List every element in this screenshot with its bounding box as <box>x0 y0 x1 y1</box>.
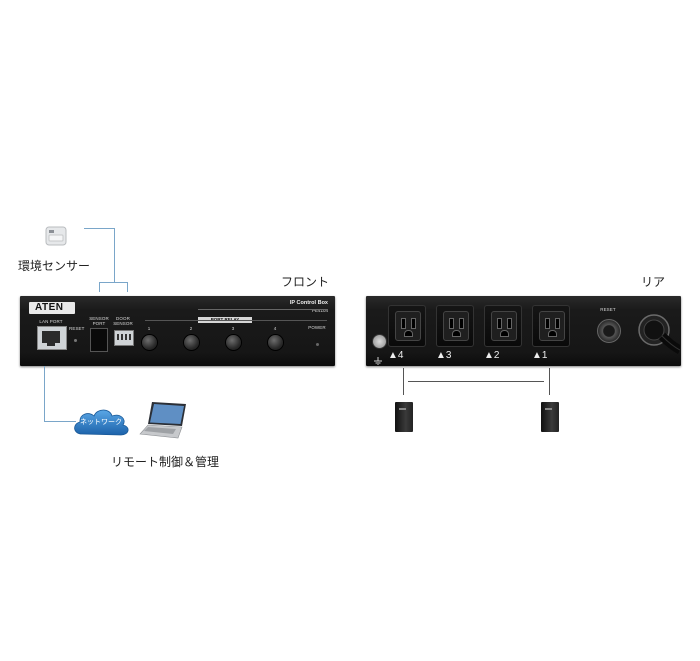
remote-control-label: リモート制御＆管理 <box>111 455 220 469</box>
rear-outlet-3-label: ▲3 <box>436 350 452 361</box>
brand-text: ATEN <box>35 302 64 313</box>
environment-sensor-icon <box>44 224 68 248</box>
server-icon-right <box>541 402 559 432</box>
ground-symbol-icon <box>373 350 383 366</box>
rear-outlet-3 <box>436 305 474 347</box>
front-panel: ATEN IP Control Box PE4104 LAN PORT RESE… <box>20 296 335 366</box>
power-led <box>316 343 319 346</box>
rear-outlet-1 <box>532 305 570 347</box>
rear-outlet-4 <box>388 305 426 347</box>
lan-port-label: LAN PORT <box>39 319 63 324</box>
front-outlet-3-label: 3 <box>231 326 235 331</box>
rear-outlet-4-label: ▲4 <box>388 350 404 361</box>
reset-label: RESET <box>69 326 85 331</box>
network-cloud-icon: ネットワーク <box>70 404 132 440</box>
sensor-port-label-1: SENSOR <box>89 316 109 321</box>
sensor-port[interactable] <box>90 328 108 352</box>
rear-label: リア <box>641 275 666 289</box>
rear-outlet-1-label: ▲1 <box>532 350 548 361</box>
reset-button[interactable] <box>74 339 77 342</box>
outlet-4-button[interactable] <box>268 335 283 350</box>
power-label: POWER <box>308 325 326 330</box>
front-label: フロント <box>281 275 330 289</box>
panel-model: PE4104 <box>311 308 328 313</box>
front-outlet-1-label: 1 <box>147 326 151 331</box>
aten-logo: ATEN <box>29 302 75 314</box>
network-label: ネットワーク <box>80 418 122 426</box>
front-outlet-2-label: 2 <box>189 326 193 331</box>
door-sensor-port[interactable] <box>114 330 134 346</box>
rear-reset-label: RESET <box>600 307 616 312</box>
lan-port[interactable] <box>37 326 67 350</box>
door-sensor-label-2: SENSOR <box>113 321 133 326</box>
outlet-1-button[interactable] <box>142 335 157 350</box>
rear-outlet-2 <box>484 305 522 347</box>
outlet-2-button[interactable] <box>184 335 199 350</box>
laptop-icon <box>138 400 190 442</box>
power-cord-icon <box>636 306 683 356</box>
outlet-3-button[interactable] <box>226 335 241 350</box>
port-relay-label: PORT RELAY <box>198 316 252 323</box>
rear-outlet-2-label: ▲2 <box>484 350 500 361</box>
front-outlet-4-label: 4 <box>273 326 277 331</box>
door-sensor-label-1: DOOR <box>116 316 130 321</box>
environment-sensor-label: 環境センサー <box>18 259 91 273</box>
server-icon-left <box>395 402 413 432</box>
breaker-reset-button[interactable] <box>597 319 621 343</box>
sensor-port-label-2: PORT <box>92 321 106 326</box>
ground-screw-icon <box>372 334 387 349</box>
panel-title: IP Control Box <box>289 300 328 306</box>
rear-panel: ▲4 ▲3 ▲2 ▲1 RESET <box>366 296 683 366</box>
